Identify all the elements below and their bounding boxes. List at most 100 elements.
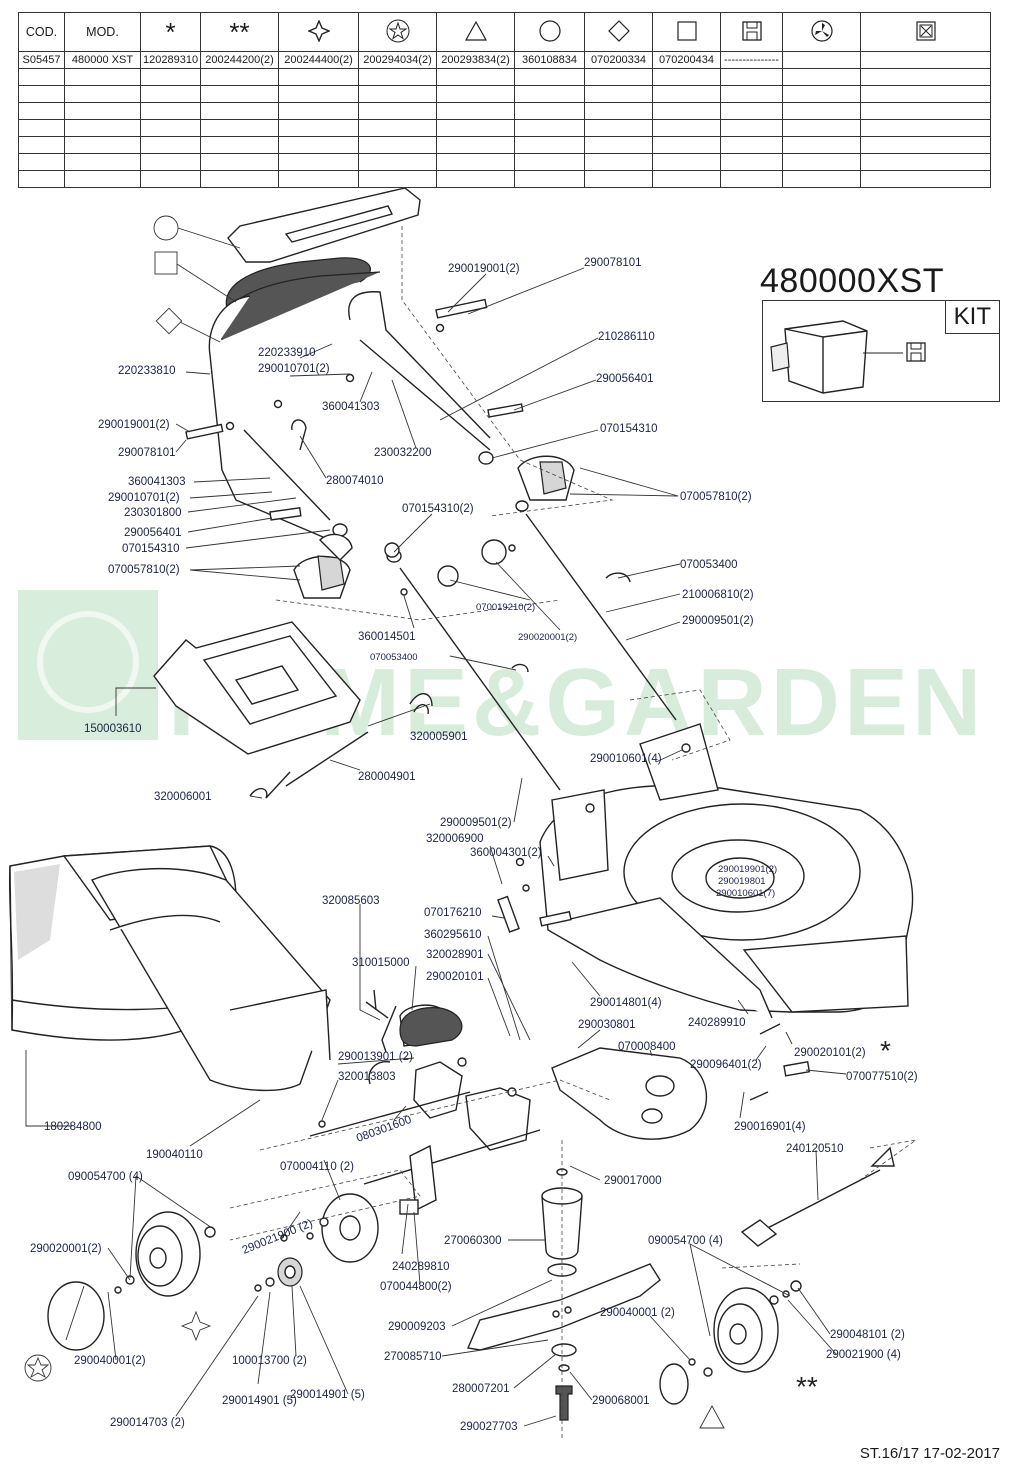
part-label: 360014501 [358, 631, 416, 643]
part-label: 290019801 [718, 876, 766, 887]
fan-in-circle-icon [782, 12, 861, 52]
part-label: 290078101 [118, 447, 176, 459]
part-label: 290017000 [604, 1175, 662, 1187]
part-label: 290010601(4) [590, 753, 662, 765]
part-label: 210286110 [598, 331, 655, 343]
square-symbol [154, 251, 178, 275]
part-label: 070077510(2) [846, 1071, 918, 1083]
rear-flap [153, 621, 369, 799]
part-label: 070008400 [618, 1041, 676, 1053]
floppy-disk-icon [906, 342, 926, 362]
part-label: 290014901 (5) [222, 1395, 297, 1407]
part-label: 290019001(2) [448, 263, 520, 275]
x-box-icon [860, 12, 991, 52]
part-label: 290010701(2) [108, 492, 180, 504]
part-label: 290014901 (5) [290, 1389, 365, 1401]
part-label: 070019210(2) [476, 602, 535, 613]
lower-handle-bars [384, 513, 677, 791]
table-row [18, 102, 991, 120]
part-label: 320013803 [338, 1071, 396, 1083]
part-label: 290068001 [592, 1395, 650, 1407]
circle-symbol [153, 215, 179, 241]
part-label: 150003610 [84, 723, 142, 735]
part-label: 290020101(2) [794, 1047, 866, 1059]
part-label: 290019001(2) [98, 419, 170, 431]
part-label: 290009203 [388, 1321, 446, 1333]
table-row [18, 85, 991, 103]
part-label: 070154310(2) [402, 503, 474, 515]
square-icon [652, 12, 721, 52]
part-label: 070057810(2) [680, 491, 752, 503]
parts-table: COD. MOD. * ** S05457 [18, 12, 991, 188]
drive-belt [399, 1007, 463, 1047]
leader-lines [25, 227, 847, 1427]
part-label: 320005901 [410, 731, 468, 743]
kit-label: KIT [944, 301, 999, 334]
cell: --------------- [720, 51, 783, 69]
cell: 200244200(2) [200, 51, 279, 69]
part-label: 220233810 [118, 365, 176, 377]
diamond-icon [584, 12, 653, 52]
table-row [18, 119, 991, 137]
part-label: 360041303 [322, 401, 380, 413]
asterisk-symbol: * [880, 1035, 891, 1066]
kit-bag-icon [770, 320, 903, 394]
part-label: 070154310 [122, 543, 180, 555]
part-label: 290014703 (2) [110, 1417, 185, 1429]
part-label: 290010701(2) [258, 363, 330, 375]
part-label: 070176210 [424, 907, 482, 919]
star-diamond-symbol [180, 1310, 212, 1342]
part-label: 290020001(2) [518, 632, 577, 643]
part-label: 070004110 (2) [280, 1161, 354, 1173]
part-label: 230301800 [124, 507, 182, 519]
part-label: 290014801(4) [590, 997, 662, 1009]
front-wheel-right [659, 1280, 802, 1405]
asterisk-icon: * [140, 12, 201, 52]
part-label: 290040001 (2) [600, 1307, 675, 1319]
part-label: 080301600 [355, 1114, 413, 1145]
part-label: 290010601(7) [716, 888, 775, 899]
part-label: 220233910 [258, 347, 316, 359]
part-label: 290056401 [124, 527, 182, 539]
part-label: 320028901 [426, 949, 484, 961]
part-label: 070044800(2) [380, 1281, 452, 1293]
part-label: 290056401 [596, 373, 654, 385]
part-label: 280007201 [452, 1383, 510, 1395]
floppy-disk-icon [720, 12, 783, 52]
cell [860, 51, 991, 69]
part-label: 240289910 [688, 1017, 746, 1029]
part-label: 290027703 [460, 1421, 518, 1433]
part-label: 210006810(2) [682, 589, 754, 601]
gear-pinion [254, 1234, 303, 1292]
part-label: 240289810 [392, 1261, 450, 1273]
part-label: 290009501(2) [682, 615, 754, 627]
part-label: 320006900 [426, 833, 484, 845]
part-label: 290040001(2) [74, 1355, 146, 1367]
cell: 200293834(2) [436, 51, 515, 69]
star-diamond-icon [278, 12, 359, 52]
header-mod: MOD. [64, 12, 141, 52]
rear-hub-pulley [306, 1193, 379, 1263]
part-label: 100013700 (2) [232, 1355, 307, 1367]
part-label: 270085710 [384, 1351, 442, 1363]
table-row [18, 136, 991, 154]
cutting-blade [467, 1263, 661, 1351]
lever-knob-right [517, 455, 575, 501]
drive-assembly [309, 989, 541, 1215]
part-label: 070053400 [370, 652, 418, 663]
part-label: 290020101 [426, 971, 484, 983]
grass-catcher [8, 845, 331, 1092]
part-label: 290016901(4) [734, 1121, 806, 1133]
triangle-icon [436, 12, 515, 52]
part-label: 070053400 [680, 559, 738, 571]
part-label: 310015000 [352, 957, 410, 969]
double-asterisk-symbol: ** [796, 1371, 818, 1402]
part-label: 290021900 (2) [241, 1218, 315, 1257]
part-label: 290019901(2) [718, 864, 777, 875]
diagram-symbols: * ** [24, 215, 891, 1429]
part-label: 270060300 [444, 1235, 502, 1247]
rear-wheel-left [47, 1211, 216, 1351]
part-label: 090054700 (4) [68, 1171, 143, 1183]
part-label: 280004901 [358, 771, 416, 783]
cell: 070200434 [652, 51, 721, 69]
